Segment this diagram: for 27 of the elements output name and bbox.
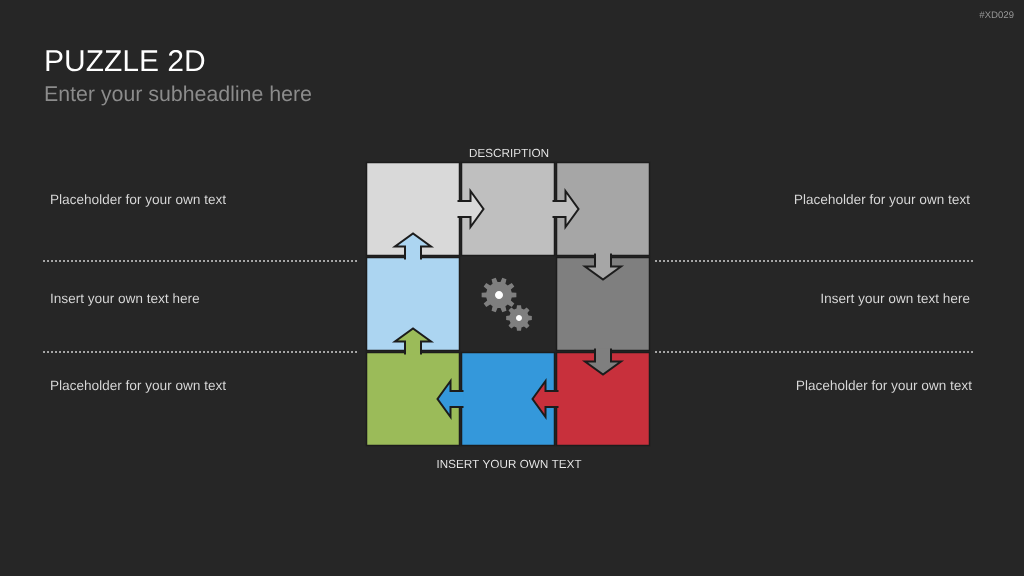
puzzle-piece: [460, 351, 556, 447]
slide-code: #XD029: [979, 11, 1014, 19]
puzzle-piece: [555, 256, 651, 352]
puzzle-tab-arrow: [391, 232, 435, 261]
slide-title: PUZZLE 2D: [46, 50, 205, 72]
puzzle-piece: [365, 161, 461, 257]
placeholder-text: Placeholder for your own text: [797, 380, 972, 393]
puzzle-tab-arrow: [581, 347, 625, 376]
puzzle-caption: INSERT YOUR OWN TEXT: [437, 459, 582, 469]
puzzle-tab-arrow: [551, 187, 580, 231]
puzzle-piece: [365, 256, 461, 352]
puzzle-piece: [555, 351, 651, 447]
subheadline: Enter your subheadline here: [45, 85, 311, 106]
puzzle-tab-arrow: [581, 252, 625, 281]
puzzle-piece: [555, 161, 651, 257]
placeholder-text: Placeholder for your own text: [51, 194, 226, 207]
placeholder-text: Placeholder for your own text: [795, 194, 970, 207]
puzzle-heading: DESCRIPTION: [469, 148, 549, 158]
placeholder-text: Insert your own text here: [51, 293, 200, 306]
puzzle-tab-arrow: [391, 327, 435, 356]
puzzle-tab-arrow: [531, 377, 560, 421]
puzzle-tab-arrow: [436, 377, 465, 421]
placeholder-text: Placeholder for your own text: [51, 380, 226, 393]
puzzle-piece: [460, 161, 556, 257]
placeholder-text: Insert your own text here: [821, 293, 970, 306]
puzzle-tab-arrow: [456, 187, 485, 231]
puzzle-piece: [365, 351, 461, 447]
